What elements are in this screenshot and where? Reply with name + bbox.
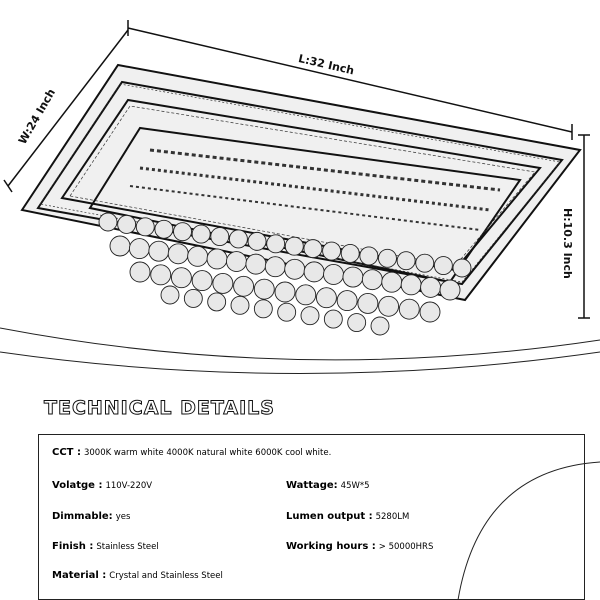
crystal-ball bbox=[247, 231, 267, 251]
crystal-ball bbox=[212, 272, 234, 294]
crystal-ball bbox=[266, 234, 286, 254]
crystal-ball bbox=[129, 261, 151, 283]
crystal-ball bbox=[160, 285, 180, 305]
crystal-ball bbox=[361, 269, 383, 291]
crystal-ball bbox=[245, 253, 267, 275]
crystal-ball bbox=[370, 316, 390, 336]
spec-dimmable: Dimmable:yes bbox=[52, 511, 130, 522]
crystal-ball bbox=[253, 299, 273, 319]
crystal-ball bbox=[170, 267, 192, 289]
spec-dimmable-label: Dimmable: bbox=[52, 511, 113, 522]
spec-wattage-value: 45W*5 bbox=[340, 481, 370, 491]
crystal-ball bbox=[347, 313, 367, 333]
crystal-ball bbox=[167, 243, 189, 265]
crystal-ball bbox=[315, 287, 337, 309]
crystal-ball bbox=[187, 245, 209, 267]
crystal-ball bbox=[420, 276, 442, 298]
crystal-ball bbox=[274, 281, 296, 303]
crystal-ball bbox=[284, 236, 304, 256]
crystal-ball bbox=[415, 253, 435, 273]
crystal-ball bbox=[439, 279, 461, 301]
crystal-ball bbox=[419, 301, 441, 323]
crystal-ball bbox=[433, 256, 453, 276]
spec-finish-value: Stainless Steel bbox=[96, 542, 159, 552]
technical-details-title: TECHNICAL DETAILS bbox=[44, 397, 275, 420]
crystal-ball bbox=[336, 290, 358, 312]
crystal-ball bbox=[378, 248, 397, 268]
crystal-ball bbox=[359, 246, 379, 266]
crystal-ball bbox=[303, 261, 325, 283]
crystal-ball bbox=[191, 224, 211, 244]
crystal-ball bbox=[342, 266, 364, 288]
crystal-ball bbox=[135, 217, 155, 237]
crystal-ball bbox=[400, 274, 422, 296]
spec-voltage-value: 110V-220V bbox=[105, 481, 153, 491]
crystal-ball bbox=[191, 270, 213, 292]
crystal-ball bbox=[233, 275, 255, 297]
crystal-ball bbox=[264, 256, 286, 278]
crystal-ball bbox=[398, 298, 420, 320]
spec-cct: CCT :3000K warm white 4000K natural whit… bbox=[52, 447, 331, 458]
spec-hours-value: > 50000HRS bbox=[378, 542, 434, 552]
height-dimension-label: H:10.3 Inch bbox=[561, 208, 574, 279]
crystal-ball bbox=[98, 212, 118, 232]
ceiling-outline bbox=[0, 327, 600, 600]
spec-cct-value: 3000K warm white 4000K natural white 600… bbox=[83, 448, 332, 458]
crystal-ball bbox=[300, 306, 320, 326]
crystal-ball bbox=[323, 309, 343, 329]
crystal-ball bbox=[378, 295, 400, 317]
crystal-texture bbox=[39, 83, 561, 283]
spec-material-label: Material : bbox=[52, 570, 107, 581]
crystal-ball bbox=[109, 235, 131, 257]
crystal-balls bbox=[98, 212, 472, 336]
crystal-ball bbox=[207, 292, 227, 312]
crystal-ball bbox=[206, 248, 228, 270]
crystal-ball bbox=[117, 214, 137, 234]
spec-material: Material :Crystal and Stainless Steel bbox=[52, 570, 223, 581]
crystal-ball bbox=[323, 264, 344, 285]
spec-material-value: Crystal and Stainless Steel bbox=[109, 571, 223, 581]
spec-finish: Finish :Stainless Steel bbox=[52, 541, 159, 552]
crystal-ball bbox=[150, 264, 172, 286]
crystal-ball bbox=[295, 284, 317, 306]
spec-voltage-label: Volatge : bbox=[52, 480, 103, 491]
spec-lumen-label: Lumen output : bbox=[286, 511, 373, 522]
crystal-ball bbox=[322, 241, 342, 261]
crystal-ball bbox=[381, 271, 403, 293]
spec-wattage: Wattage:45W*5 bbox=[286, 480, 370, 491]
crystal-ball bbox=[183, 288, 203, 308]
crystal-ball bbox=[396, 251, 416, 271]
crystal-ball bbox=[228, 229, 248, 249]
spec-voltage: Volatge :110V-220V bbox=[52, 480, 152, 491]
crystal-ball bbox=[253, 278, 275, 300]
spec-cct-label: CCT : bbox=[52, 447, 81, 458]
crystal-ball bbox=[226, 251, 247, 272]
crystal-ball bbox=[340, 244, 360, 263]
crystal-ball bbox=[230, 295, 250, 315]
crystal-ball bbox=[277, 302, 297, 322]
crystal-ball bbox=[154, 219, 174, 239]
crystal-ball bbox=[303, 239, 323, 259]
dimension-lines bbox=[3, 20, 590, 319]
spec-finish-label: Finish : bbox=[52, 541, 94, 552]
spec-wattage-label: Wattage: bbox=[286, 480, 338, 491]
crystal-ball bbox=[148, 240, 170, 262]
crystal-ball bbox=[210, 227, 230, 246]
spec-hours-label: Working hours : bbox=[286, 541, 376, 552]
spec-dimmable-value: yes bbox=[115, 512, 131, 522]
crystal-ball bbox=[452, 258, 472, 278]
crystal-ball bbox=[357, 292, 379, 314]
spec-hours: Working hours :> 50000HRS bbox=[286, 541, 433, 552]
spec-lumen: Lumen output :5280LM bbox=[286, 511, 409, 522]
crystal-ball bbox=[284, 258, 306, 280]
crystal-ball bbox=[128, 238, 150, 260]
crystal-ball bbox=[173, 222, 192, 242]
spec-lumen-value: 5280LM bbox=[375, 512, 410, 522]
